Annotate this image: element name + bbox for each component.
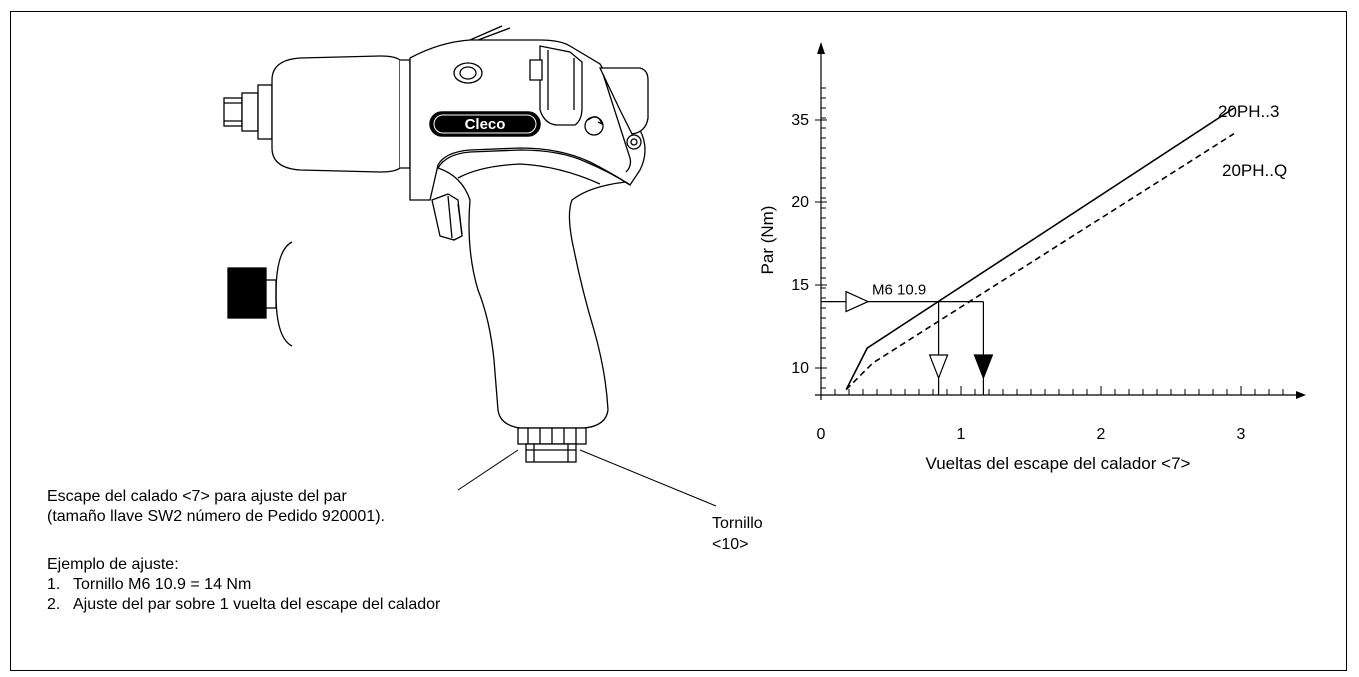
- annotation-label: M6 10.9: [872, 282, 926, 299]
- y-tick-label: 20: [791, 194, 809, 211]
- handle: [437, 149, 631, 429]
- cleco-logo: Cleco: [429, 111, 541, 137]
- adjust-callout-line2: (tamaño llave SW2 número de Pedido 92000…: [47, 508, 385, 525]
- square-drive: [223, 84, 273, 140]
- brand-label: Cleco: [465, 116, 506, 133]
- turns-marker-filled: [973, 354, 994, 380]
- y-axis-label: Par (Nm): [758, 206, 777, 275]
- x-tick-label: 2: [1097, 426, 1106, 443]
- x-tick-label: 0: [817, 426, 826, 443]
- example-heading: Ejemplo de ajuste:: [47, 556, 179, 573]
- example-step-text-1: Tornillo M6 10.9 = 14 Nm: [73, 576, 252, 593]
- anvil-side-view: [227, 241, 293, 347]
- series-label-1: 20PH..3: [1218, 102, 1279, 121]
- adjust-callout-line1: Escape del calado <7> para ajuste del pa…: [47, 488, 347, 505]
- screw-callout-line1: Tornillo: [712, 515, 763, 532]
- y-tick-label: 15: [791, 277, 809, 294]
- screw-leader: [579, 449, 717, 507]
- x-tick-label: 3: [1237, 426, 1246, 443]
- x-axis-label: Vueltas del escape del calador <7>: [926, 454, 1191, 473]
- example-step-num-2: 2.: [47, 596, 61, 613]
- example-step-num-1: 1.: [47, 576, 61, 593]
- series-label-2: 20PH..Q: [1222, 161, 1287, 180]
- hammer-case: [271, 55, 401, 173]
- y-tick-label: 35: [791, 112, 809, 129]
- chart-axes: [815, 42, 1306, 400]
- screw-callout-line2: <10>: [712, 536, 749, 553]
- chart-annotation: [821, 290, 994, 395]
- pneumatic-tool-drawing: [223, 25, 649, 463]
- example-step-text-2: Ajuste del par sobre 1 vuelta del escape…: [73, 596, 441, 613]
- x-tick-label: 1: [957, 426, 966, 443]
- y-axis-arrow: [817, 42, 825, 54]
- torque-marker: [845, 290, 870, 313]
- adjust-leader: [457, 449, 519, 491]
- y-tick-label: 10: [791, 360, 809, 377]
- series-line-2: [845, 132, 1235, 391]
- series-line-1: [845, 107, 1235, 390]
- x-axis-arrow: [1296, 391, 1306, 399]
- trigger: [431, 193, 463, 241]
- chart-series: [845, 107, 1235, 391]
- figure-frame: [10, 11, 1347, 671]
- turns-marker-open: [928, 354, 949, 380]
